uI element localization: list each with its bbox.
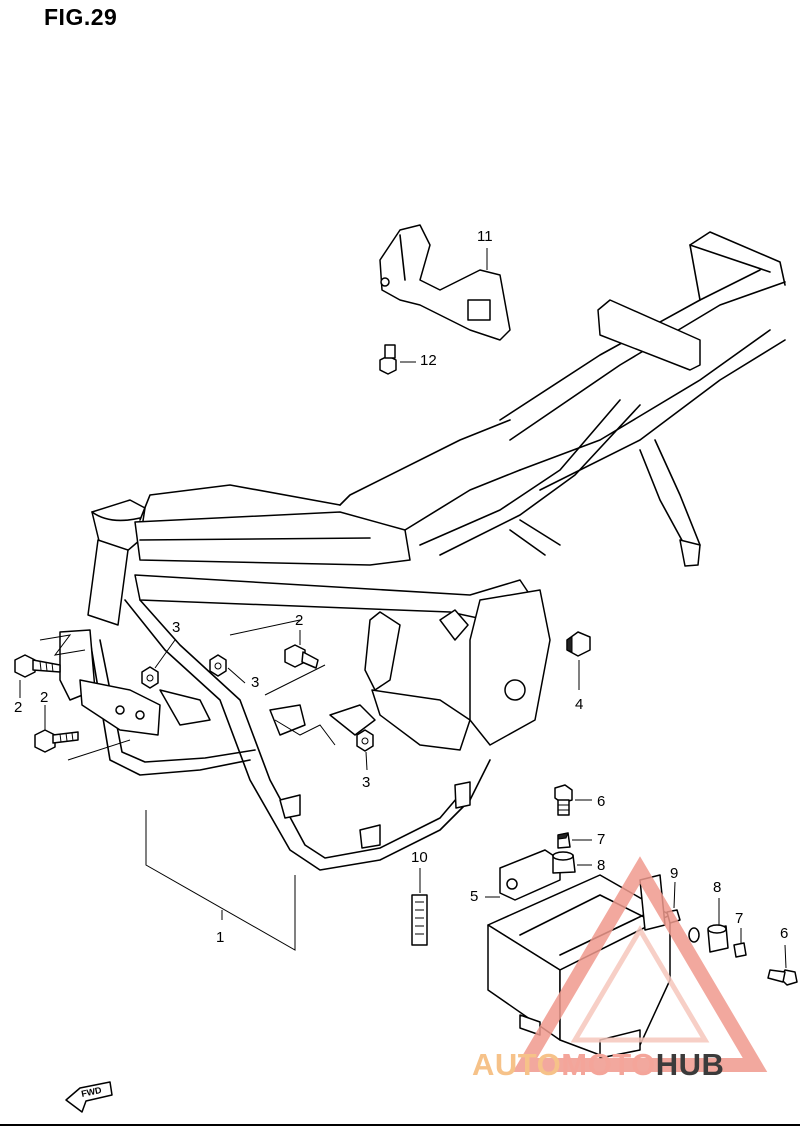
watermark-part-hub: HUB	[655, 1047, 725, 1082]
bracket-part-11	[379, 224, 511, 341]
callout-c8a: 8	[597, 857, 606, 874]
watermark-part-auto: AUTO	[472, 1047, 562, 1082]
callout-c3b: 3	[251, 674, 260, 691]
figure-title: FIG.29	[44, 4, 118, 30]
bolt-part-6	[554, 784, 798, 986]
callout-c8b: 8	[713, 879, 722, 896]
callout-c1: 1	[216, 929, 225, 946]
callout-c2a: 2	[295, 612, 304, 629]
main-frame	[39, 231, 786, 871]
cushion-part-8	[552, 851, 729, 953]
nut-part-3	[141, 654, 374, 752]
bolt-part-12	[379, 344, 397, 375]
cap-part-4	[566, 631, 591, 657]
fwd-arrow-label: FWD	[80, 1085, 103, 1099]
callout-c2c: 2	[40, 689, 49, 706]
fwd-arrow-icon: FWD	[65, 1081, 113, 1113]
callout-c3a: 3	[172, 619, 181, 636]
watermark-text: AUTOMOTOHUB	[472, 1047, 724, 1083]
callout-c4: 4	[575, 696, 584, 713]
label-part-10	[411, 894, 428, 946]
callout-c10: 10	[411, 849, 428, 866]
part-1-bracket	[145, 810, 296, 951]
callout-c11: 11	[477, 228, 493, 245]
watermark-logo-icon	[512, 856, 768, 1072]
watermark-part-moto: MOTO	[561, 1047, 656, 1082]
callout-c12: 12	[420, 352, 437, 369]
callout-c5: 5	[470, 888, 479, 905]
callout-c2b: 2	[14, 699, 23, 716]
bottom-rule	[0, 1124, 800, 1126]
callout-c9: 9	[670, 865, 679, 882]
callout-c6b: 6	[780, 925, 789, 942]
callout-c6a: 6	[597, 793, 606, 810]
collar-part-7	[557, 832, 747, 958]
callout-c7a: 7	[597, 831, 606, 848]
callout-c3c: 3	[362, 774, 371, 791]
callout-c7b: 7	[735, 910, 744, 927]
